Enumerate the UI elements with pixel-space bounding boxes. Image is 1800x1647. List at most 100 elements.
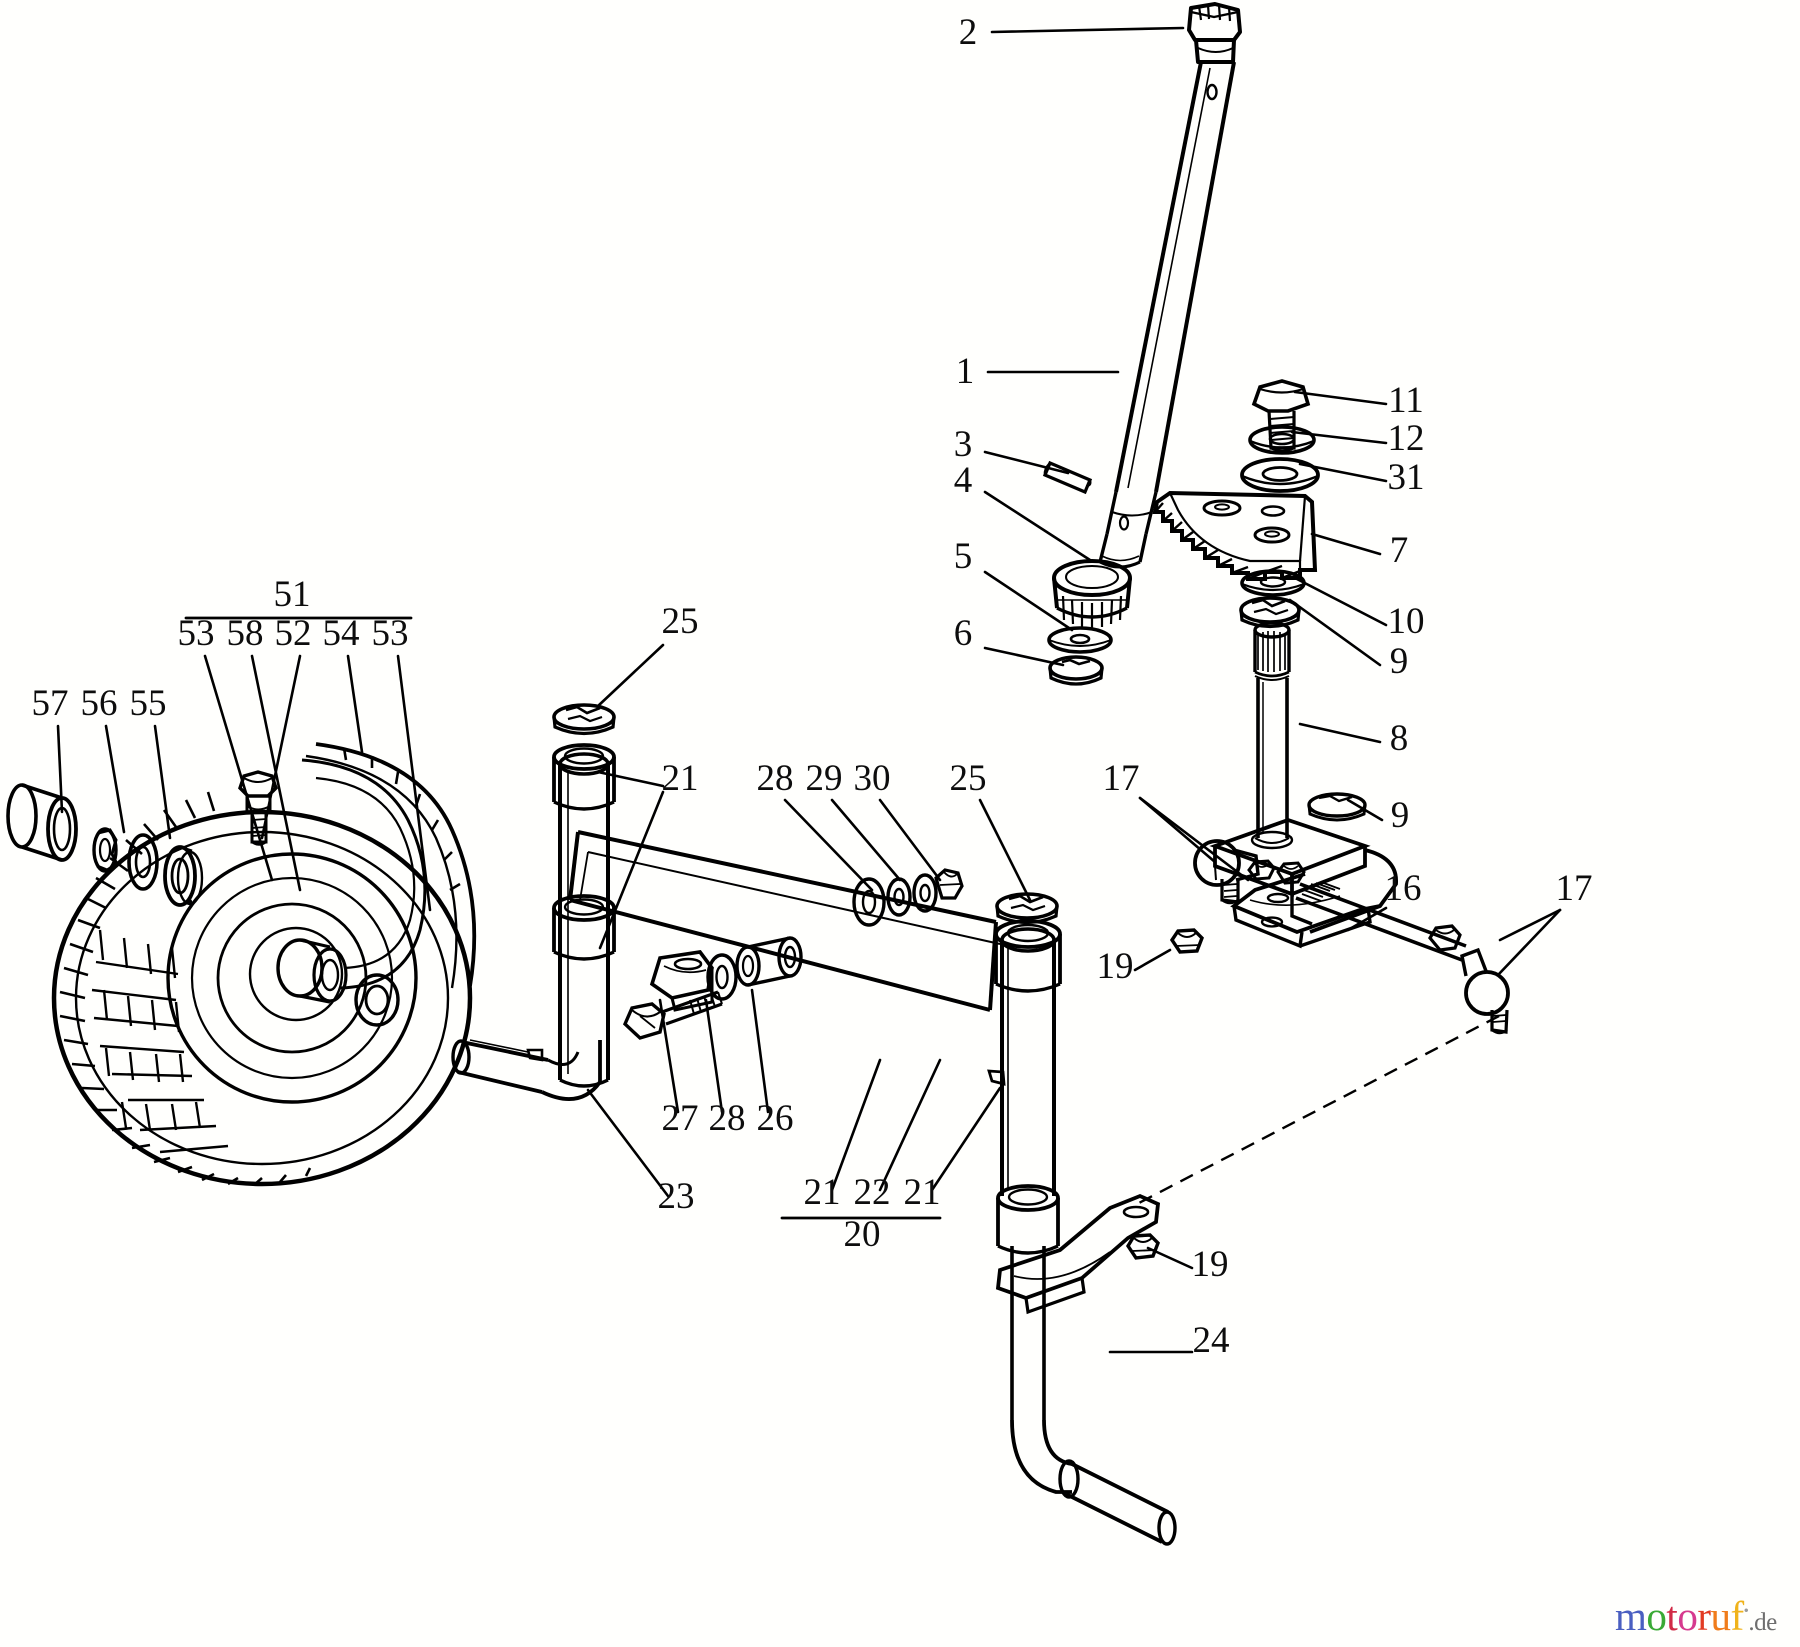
callout-number-c23: 23 (658, 1176, 695, 1217)
part-bushing-26 (735, 936, 803, 987)
callout-number-c4: 4 (954, 460, 973, 501)
leader-line-21 (830, 1058, 882, 1192)
part-retaining-ring-6 (1048, 655, 1104, 686)
part-lock-washer-12 (1248, 425, 1316, 455)
part-washer-10 (1240, 569, 1306, 597)
part-washer-55 (127, 833, 159, 891)
leader-line-29 (830, 798, 902, 882)
callout-number-c17a: 17 (1103, 758, 1140, 799)
part-retaining-ring-9-lower (1307, 792, 1367, 822)
leader-line-21 (596, 770, 665, 788)
leader-line-19 (1133, 948, 1172, 972)
callout-number-c30: 30 (854, 758, 891, 799)
part-washer-30 (912, 868, 964, 913)
leader-line-6 (983, 646, 1065, 667)
callout-number-c9b: 9 (1391, 795, 1410, 836)
callout-number-c51: 51 (274, 574, 311, 615)
leader-line-c17b2 (1496, 908, 1562, 977)
leader-line-54 (346, 654, 364, 754)
part-right-spindle-arm-24 (995, 1193, 1177, 1546)
callout-number-c19a: 19 (1097, 946, 1134, 987)
leader-line-11 (1293, 390, 1388, 406)
callout-number-c24: 24 (1193, 1320, 1230, 1361)
callout-number-c57: 57 (32, 683, 69, 724)
callout-number-c17b: 17 (1556, 868, 1593, 909)
callout-number-c28a: 28 (757, 758, 794, 799)
callout-number-c7: 7 (1390, 530, 1409, 571)
leader-line-16 (1346, 906, 1388, 932)
callout-number-c52: 52 (275, 613, 312, 654)
leader-line-30 (878, 798, 942, 882)
callout-number-c10: 10 (1388, 601, 1425, 642)
callout-number-c53a: 53 (178, 613, 215, 654)
logo-letter-r: r (1697, 1593, 1711, 1639)
callout-number-c22: 22 (854, 1172, 891, 1213)
part-ball-joint-17-left (1193, 839, 1306, 905)
leader-line-23 (586, 1088, 670, 1198)
callout-number-c1: 1 (956, 351, 975, 392)
callout-number-c6: 6 (954, 613, 973, 654)
leader-line-25 (596, 643, 665, 708)
leader-line-28 (704, 998, 724, 1114)
part-washer-5 (1047, 626, 1113, 654)
callout-number-c55: 55 (130, 683, 167, 724)
callout-number-c21c: 21 (804, 1172, 841, 1213)
callout-number-c21a: 21 (662, 758, 699, 799)
callout-number-c26: 26 (757, 1098, 794, 1139)
leader-line-c21a2 (598, 790, 665, 950)
logo-letter-o2: o (1677, 1593, 1698, 1639)
leader-line-52 (260, 654, 302, 840)
logo-letter-t: t (1666, 1593, 1678, 1639)
leader-line-3 (983, 450, 1070, 475)
part-roll-pin (1042, 460, 1093, 495)
callout-number-c5: 5 (954, 536, 973, 577)
logo-letter-o1: o (1646, 1593, 1667, 1639)
leader-line-26 (750, 988, 770, 1114)
callout-number-c8: 8 (1390, 718, 1409, 759)
part-washer-28-upper (852, 877, 886, 927)
part-bolt-27 (622, 990, 723, 1040)
part-nut-19-upper (1169, 928, 1204, 954)
callout-number-c58: 58 (227, 613, 264, 654)
callout-number-c12: 12 (1388, 418, 1425, 459)
part-axle-beam-20 (526, 743, 1062, 1420)
callout-number-c9a: 9 (1390, 641, 1409, 682)
leader-line-4 (983, 490, 1092, 562)
logo-letter-f: f (1730, 1593, 1744, 1639)
logo-letter-m: m (1615, 1593, 1647, 1639)
part-bushing-57 (6, 783, 78, 862)
leader-line-5 (983, 570, 1074, 632)
part-wheel-tire-51 (51, 742, 477, 1187)
callout-number-c25a: 25 (662, 601, 699, 642)
callout-number-c28b: 28 (709, 1098, 746, 1139)
leader-line-17 (1498, 908, 1562, 942)
part-washer-29 (886, 877, 912, 917)
leader-line-7 (1310, 532, 1382, 556)
part-bearing-53-left (163, 845, 204, 907)
callout-number-c25b: 25 (950, 758, 987, 799)
part-washer-31 (1240, 457, 1320, 493)
leader-line-57 (56, 724, 64, 814)
leader-line-8 (1298, 722, 1382, 744)
leader-line-56 (104, 724, 126, 834)
callout-number-c20: 20 (844, 1214, 881, 1255)
leader-line-31 (1298, 462, 1388, 483)
leader-line-53 (396, 654, 432, 912)
leader-line-55 (153, 724, 172, 840)
leader-line-12 (1290, 430, 1388, 445)
leader-line-9 (1346, 798, 1384, 822)
leader-line-53 (203, 654, 274, 882)
logo-letter-u: u (1710, 1593, 1731, 1639)
part-shaft-coupling (1052, 559, 1132, 628)
leader-line-9 (1288, 598, 1382, 667)
motoruf-watermark-logo: motoruf•.de (1615, 1592, 1777, 1640)
callout-number-c11: 11 (1388, 380, 1424, 421)
leader-line-2 (990, 26, 1185, 34)
part-nut-19-lower (1125, 1233, 1160, 1260)
leader-line-10 (1293, 576, 1388, 627)
part-left-spindle-23 (451, 950, 714, 1101)
callout-leader-lines (56, 26, 1562, 1354)
callout-number-c3: 3 (954, 424, 973, 465)
